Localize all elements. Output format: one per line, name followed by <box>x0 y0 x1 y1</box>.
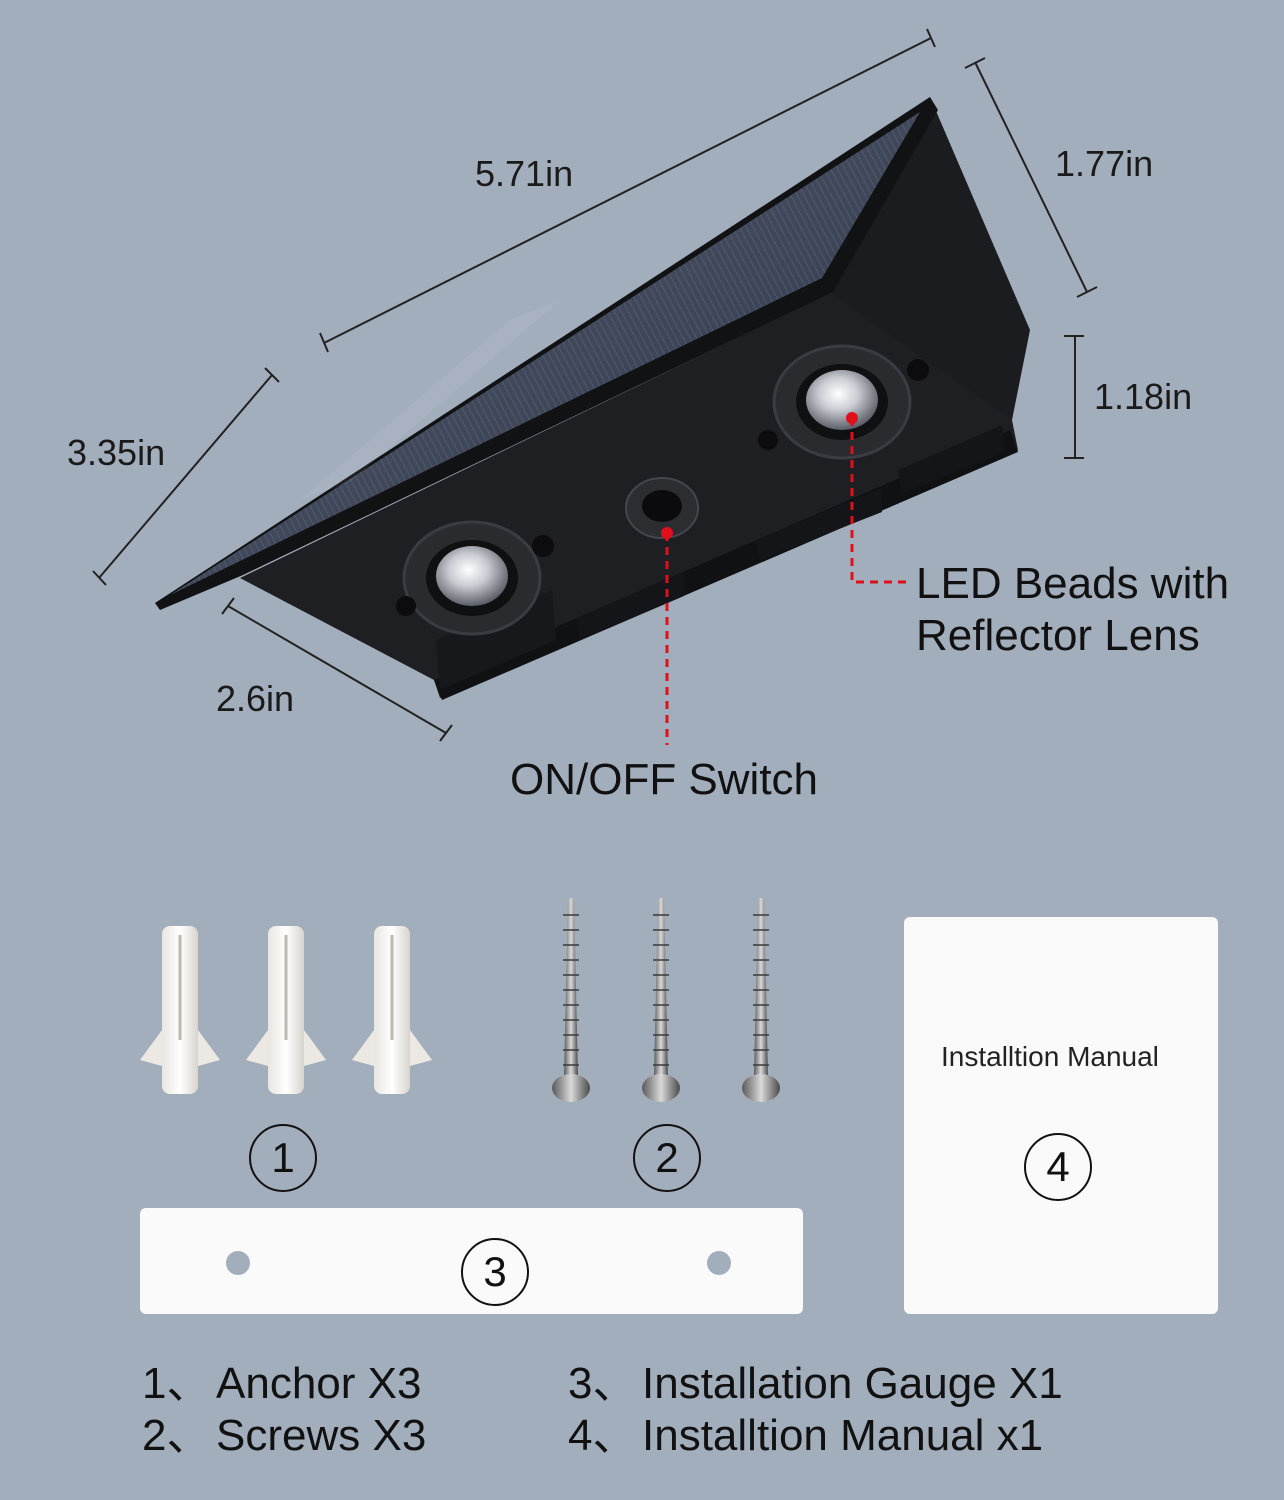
manual-number: 4 <box>1024 1133 1092 1201</box>
depth-dimension: 1.77in <box>1055 143 1154 184</box>
switch-callout: ON/OFF Switch <box>510 755 819 804</box>
parts-list-left: 1、Anchor X3 2、Screws X3 <box>142 1358 426 1462</box>
led-callout-line1: LED Beads with <box>916 559 1230 608</box>
screw-1 <box>552 898 590 1102</box>
gauge-hole-right <box>707 1251 731 1275</box>
led-callout-line2: Reflector Lens <box>916 611 1200 660</box>
list-item: 1、Anchor X3 <box>142 1359 422 1408</box>
anchor-number: 1 <box>249 1124 317 1192</box>
height-dimension: 1.18in <box>1094 376 1193 417</box>
screw-number: 2 <box>633 1124 701 1192</box>
parts-list-right: 3、Installation Gauge X1 4、Installtion Ma… <box>568 1358 1063 1462</box>
panel-dimension: 2.6in <box>216 678 295 719</box>
anchor-1 <box>140 926 220 1094</box>
dimension-lines <box>92 28 1098 742</box>
callout-lines <box>665 418 912 745</box>
on-off-switch <box>625 477 699 539</box>
gauge-number: 3 <box>461 1238 529 1306</box>
led-bead-right <box>758 344 929 460</box>
led-callout: LED Beads with Reflector Lens <box>916 558 1229 662</box>
screw-2 <box>642 898 680 1102</box>
screw-3 <box>742 898 780 1102</box>
installation-gauge: 3 <box>140 1208 803 1314</box>
gauge-hole-left <box>226 1251 250 1275</box>
list-item: 4、Installtion Manual x1 <box>568 1411 1044 1460</box>
anchor-2 <box>246 926 326 1094</box>
list-item: 3、Installation Gauge X1 <box>568 1359 1063 1408</box>
led-bead-left <box>396 520 554 636</box>
width-dimension: 3.35in <box>67 432 166 473</box>
manual-title: Installtion Manual <box>941 1041 1159 1072</box>
installation-manual: Installtion Manual 4 <box>904 917 1218 1314</box>
list-item: 2、Screws X3 <box>142 1411 427 1460</box>
anchor-3 <box>352 926 432 1094</box>
length-dimension: 5.71in <box>475 153 574 194</box>
